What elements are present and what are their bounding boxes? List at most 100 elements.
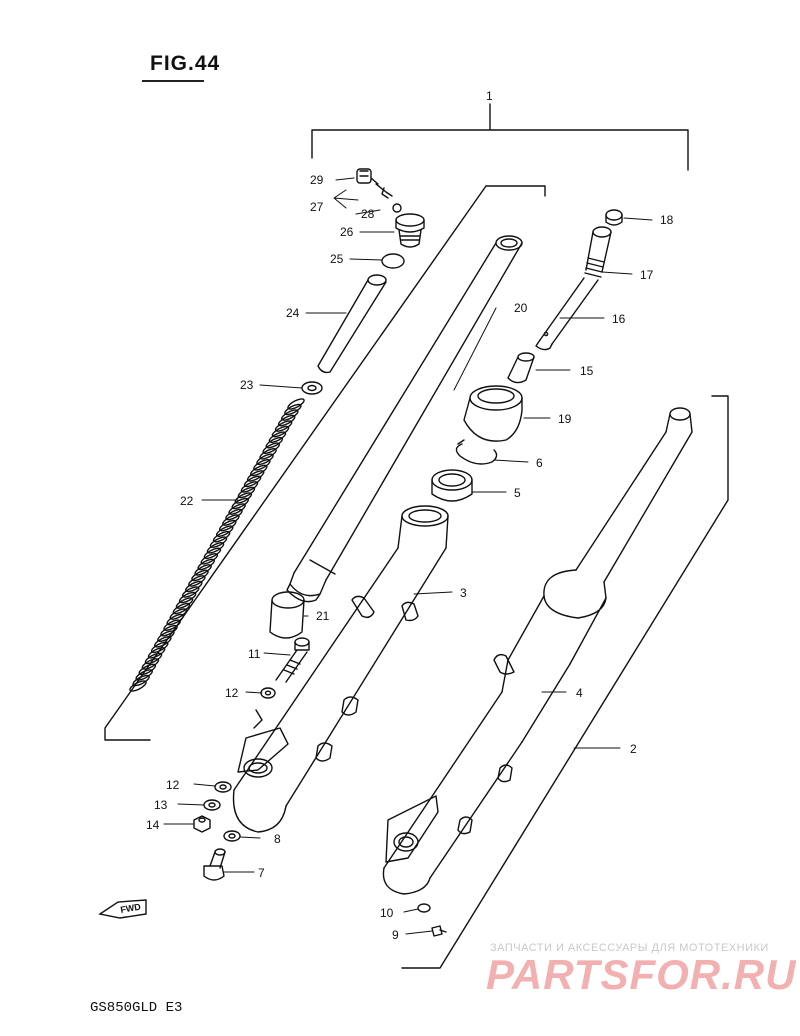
part-6-stopper-ring bbox=[455, 439, 498, 465]
spring-coil bbox=[231, 497, 249, 510]
spring-coil bbox=[281, 409, 299, 421]
part-7-drain-bolt bbox=[203, 848, 226, 881]
part-2-4-fork-assembly-right bbox=[382, 407, 693, 895]
callout-9: 9 bbox=[392, 928, 399, 942]
spring-coil bbox=[246, 470, 265, 482]
part-28-air-valve bbox=[375, 183, 402, 213]
callout-13: 13 bbox=[154, 798, 168, 812]
spring-coil bbox=[203, 547, 222, 560]
spring-coil bbox=[212, 530, 231, 543]
part-19-dust-seal bbox=[463, 385, 523, 442]
assembly-bracket bbox=[311, 103, 689, 171]
part-25-o-ring bbox=[381, 253, 405, 269]
callout-19: 19 bbox=[558, 412, 572, 426]
spring-coil bbox=[178, 591, 197, 604]
spring-coil bbox=[206, 542, 225, 554]
part-15-oil-lock-piece bbox=[507, 352, 535, 384]
callout-12-lower: 12 bbox=[166, 778, 180, 792]
spring-coil bbox=[188, 575, 206, 587]
part-20-inner-tube bbox=[286, 235, 523, 603]
spring-coil bbox=[169, 608, 188, 620]
spring-coil bbox=[209, 536, 228, 548]
spring-coil bbox=[277, 414, 296, 427]
part-18-cap bbox=[605, 209, 623, 226]
spring-coil bbox=[240, 481, 259, 493]
spring-coil bbox=[150, 641, 169, 654]
spring-coil bbox=[271, 425, 290, 438]
watermark-brand-logo: PARTSFOR.RU bbox=[486, 951, 797, 998]
spring-coil bbox=[225, 508, 243, 521]
figure-title: FIG.44 bbox=[150, 52, 221, 75]
spring-coil bbox=[135, 669, 153, 681]
part-21-slide-bush bbox=[269, 591, 305, 639]
callout-18: 18 bbox=[660, 213, 674, 227]
callout-4: 4 bbox=[576, 686, 583, 700]
spring-coil bbox=[250, 464, 268, 477]
spring-coil bbox=[228, 503, 246, 515]
part-8-gasket bbox=[223, 830, 241, 842]
callout-11: 11 bbox=[248, 647, 261, 661]
part-10-washer bbox=[417, 903, 431, 913]
callout-15: 15 bbox=[580, 364, 594, 378]
spring-coil bbox=[200, 553, 219, 565]
callout-25: 25 bbox=[330, 252, 344, 266]
part-12-washer-lower bbox=[214, 781, 232, 793]
part-22-fork-spring bbox=[129, 398, 305, 692]
callout-28: 28 bbox=[361, 207, 375, 221]
spring-coil bbox=[274, 420, 293, 432]
callout-24: 24 bbox=[286, 306, 300, 320]
spring-coil bbox=[234, 492, 253, 504]
spring-coil bbox=[265, 436, 284, 449]
part-13-washer bbox=[203, 799, 221, 811]
spring-coil bbox=[166, 613, 184, 626]
spring-coil bbox=[256, 453, 274, 466]
spring-coil bbox=[215, 525, 234, 537]
leader-lines bbox=[163, 177, 653, 935]
part-11-bolt bbox=[275, 637, 310, 683]
callout-6: 6 bbox=[536, 456, 543, 470]
part-17-rebound-spring bbox=[584, 226, 612, 278]
callout-27: 27 bbox=[310, 200, 324, 214]
part-14-nut bbox=[193, 815, 211, 833]
spring-coil bbox=[237, 486, 256, 499]
spring-coil bbox=[147, 647, 166, 659]
part-12-washer-upper bbox=[260, 687, 276, 699]
model-label: GS850GLD E3 bbox=[90, 1000, 183, 1016]
spring-coil bbox=[268, 431, 287, 443]
spring-coil bbox=[287, 398, 305, 410]
callout-numbers: 1 29 27 28 26 25 24 23 22 20 21 11 12 12… bbox=[146, 89, 674, 942]
spring-coil bbox=[191, 569, 209, 582]
callout-14: 14 bbox=[146, 818, 160, 832]
spring-coil bbox=[253, 459, 271, 471]
part-24-spacer bbox=[317, 274, 387, 374]
callout-5: 5 bbox=[514, 486, 521, 500]
fwd-arrow-icon: FWD bbox=[98, 899, 147, 919]
callout-8: 8 bbox=[274, 832, 281, 846]
callout-23: 23 bbox=[240, 378, 254, 392]
part-5-oil-seal bbox=[431, 469, 473, 502]
callout-22: 22 bbox=[180, 494, 194, 508]
spring-coil bbox=[138, 663, 157, 676]
spring-coil bbox=[197, 558, 215, 571]
callout-21: 21 bbox=[316, 609, 330, 623]
callout-3: 3 bbox=[460, 586, 467, 600]
callout-7: 7 bbox=[258, 866, 265, 880]
group-frame-right bbox=[401, 395, 729, 969]
callout-17: 17 bbox=[640, 268, 654, 282]
spring-coil bbox=[160, 624, 178, 637]
group-frame-left bbox=[104, 185, 546, 741]
spring-coil bbox=[219, 519, 237, 532]
callout-10: 10 bbox=[380, 906, 394, 920]
spring-coil bbox=[222, 514, 240, 526]
spring-coil bbox=[262, 442, 280, 454]
figure-title-underline bbox=[142, 80, 204, 82]
part-16-damper-rod bbox=[535, 277, 599, 351]
part-26-fork-cap-bolt bbox=[395, 213, 425, 248]
spring-coil bbox=[194, 564, 212, 576]
spring-coil bbox=[172, 602, 191, 615]
callout-20: 20 bbox=[514, 301, 528, 315]
callout-1: 1 bbox=[486, 89, 493, 103]
part-9-screw bbox=[431, 925, 447, 937]
